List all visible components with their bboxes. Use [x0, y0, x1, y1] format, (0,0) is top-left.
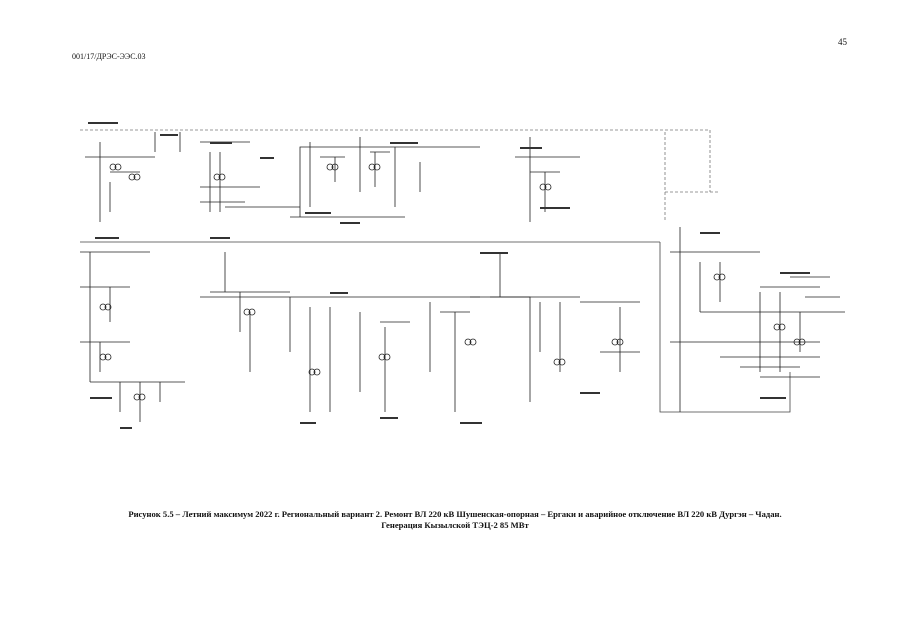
page-number: 45: [838, 37, 847, 47]
caption-line-1: Рисунок 5.5 – Летний максимум 2022 г. Ре…: [128, 509, 782, 519]
figure-caption: Рисунок 5.5 – Летний максимум 2022 г. Ре…: [60, 509, 850, 531]
document-code: 001/17/ДРЭС-ЭЭС.03: [72, 52, 146, 61]
caption-line-2: Генерация Кызылской ТЭЦ-2 85 МВт: [381, 520, 529, 530]
power-network-diagram: [80, 122, 845, 429]
